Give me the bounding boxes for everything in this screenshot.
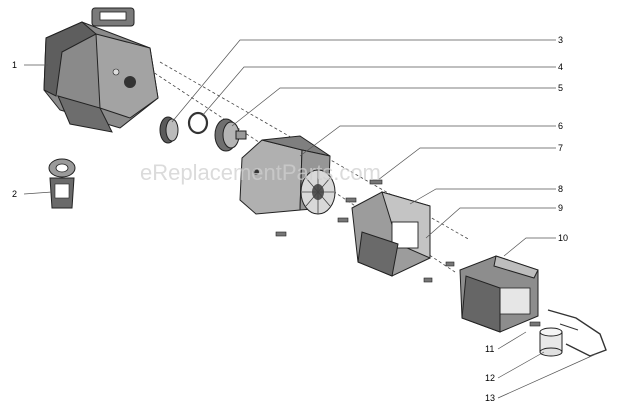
callout-5: 5 [558,83,563,93]
callout-6: 6 [558,121,563,131]
callout-3: 3 [558,35,563,45]
leader-lines [23,39,597,399]
callout-1: 1 [12,60,17,70]
part-13-wire[interactable] [547,309,607,357]
part-10-electrical-box[interactable] [459,255,539,333]
screw[interactable] [275,231,287,237]
part-3-bearing[interactable] [159,116,179,144]
screw-7[interactable] [369,179,383,185]
part-4-o-ring[interactable] [187,111,209,135]
callout-11: 11 [485,344,494,354]
callout-2: 2 [12,189,17,199]
screw[interactable] [423,277,433,283]
screw[interactable] [337,217,349,223]
screw[interactable] [345,197,357,203]
part-8-motor-mount[interactable] [351,191,431,277]
callout-13: 13 [485,393,495,403]
callout-7: 7 [558,143,563,153]
part-11-screw[interactable] [529,321,541,327]
part-1-housing[interactable] [43,7,159,133]
callout-10: 10 [558,233,568,243]
part-6-motor[interactable] [239,135,336,215]
callout-12: 12 [485,373,495,383]
part-5-impeller[interactable] [214,118,247,152]
callout-9: 9 [558,203,563,213]
callout-4: 4 [558,62,563,72]
watermark-text: eReplacementParts.com [140,160,381,185]
part-2-knob[interactable] [48,158,76,209]
screw[interactable] [445,261,455,267]
callout-8: 8 [558,184,563,194]
part-12-cap[interactable] [539,327,563,357]
